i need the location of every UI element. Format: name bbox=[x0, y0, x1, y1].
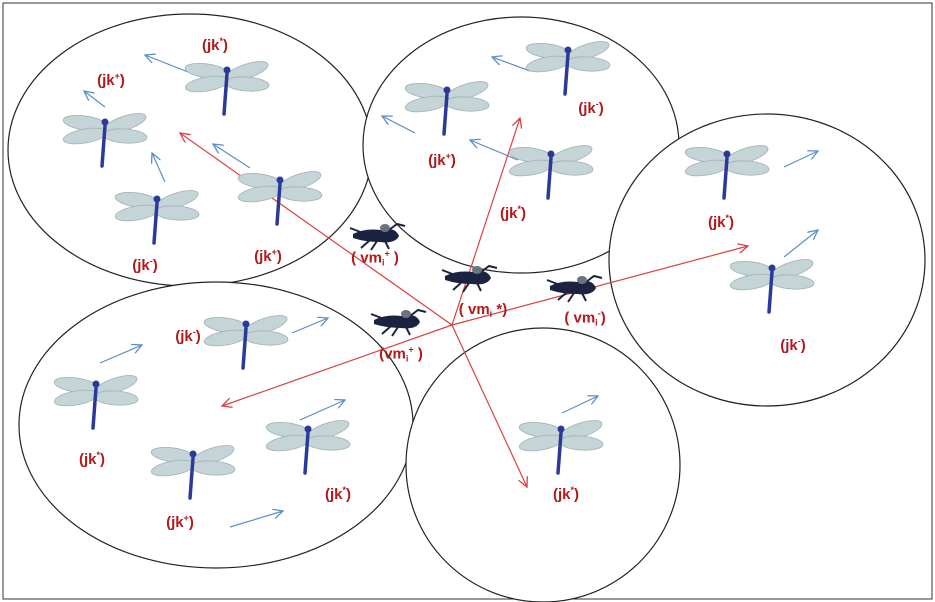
label-jk: (jk-) bbox=[780, 336, 806, 354]
insect-icon bbox=[546, 275, 603, 303]
insect-icon bbox=[349, 223, 406, 251]
label-jk: (jk*) bbox=[78, 450, 106, 468]
insect-icon bbox=[370, 309, 427, 337]
label-vm: ( vmi-) bbox=[564, 308, 606, 328]
search-direction-arrows bbox=[180, 118, 748, 487]
cluster-1 bbox=[7, 13, 373, 287]
label-jk: (jk*) bbox=[201, 36, 229, 54]
label-vm: ( vmi *) bbox=[458, 301, 508, 319]
label-jk: (jk*) bbox=[552, 485, 580, 503]
cluster-5 bbox=[405, 327, 681, 602]
label-vm: (vmi+ ) bbox=[379, 344, 423, 364]
movement-arrows bbox=[84, 55, 818, 528]
label-jk: (jk+) bbox=[428, 151, 456, 169]
label-jk: (jk*) bbox=[324, 485, 352, 503]
label-jk: (jk+) bbox=[97, 71, 125, 89]
cluster-3 bbox=[608, 113, 926, 407]
label-jk: (jk-) bbox=[132, 256, 158, 274]
label-jk: (jk*) bbox=[707, 213, 735, 231]
label-jk: (jk+) bbox=[254, 247, 282, 265]
label-jk: (jk+) bbox=[166, 513, 194, 531]
label-vm: ( vmi+ ) bbox=[351, 248, 399, 268]
label-jk: (jk*) bbox=[499, 204, 527, 222]
label-jk: (jk-) bbox=[175, 327, 201, 345]
label-jk: (jk-) bbox=[578, 99, 604, 117]
